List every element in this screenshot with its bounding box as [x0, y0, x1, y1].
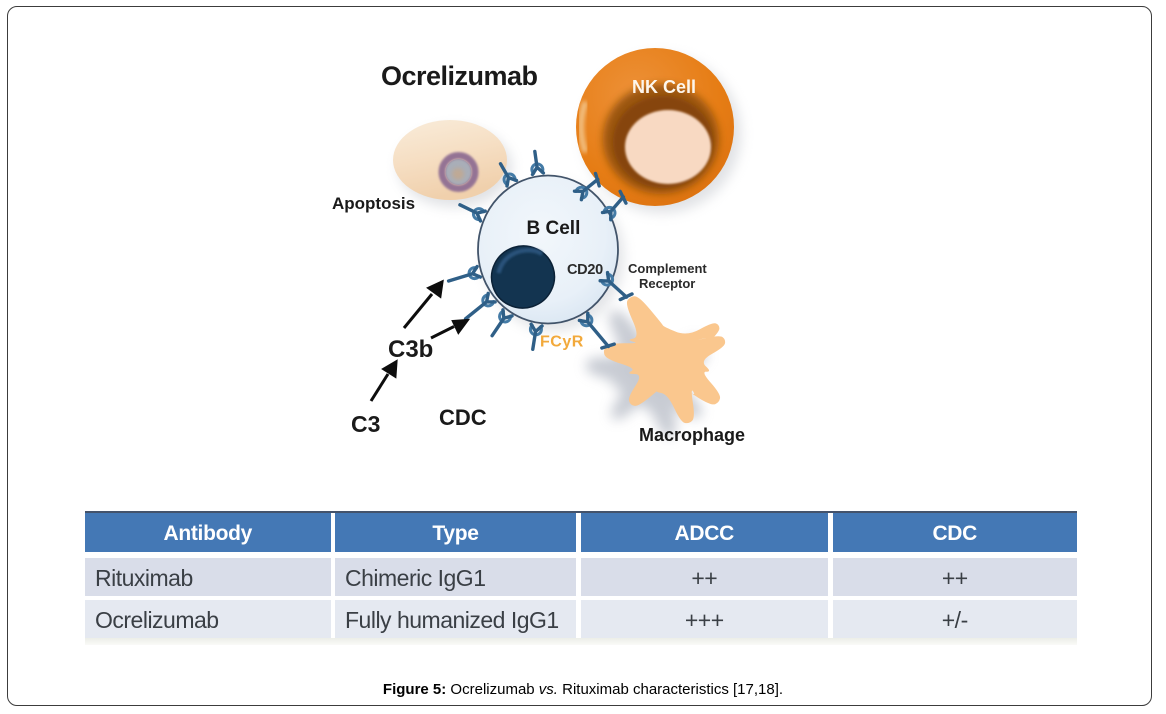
svg-text:CDC: CDC — [439, 405, 487, 430]
svg-text:Complement: Complement — [628, 261, 707, 276]
svg-text:B Cell: B Cell — [527, 218, 581, 239]
svg-text:Macrophage: Macrophage — [639, 425, 745, 445]
svg-text:Apoptosis: Apoptosis — [332, 194, 415, 213]
svg-text:CD20: CD20 — [567, 262, 603, 278]
svg-text:FCyR: FCyR — [540, 334, 584, 351]
svg-text:C3: C3 — [351, 411, 380, 437]
svg-text:C3b: C3b — [388, 336, 433, 363]
svg-text:NK Cell: NK Cell — [632, 77, 696, 97]
svg-text:Receptor: Receptor — [639, 276, 695, 291]
svg-text:Ocrelizumab: Ocrelizumab — [381, 61, 538, 91]
